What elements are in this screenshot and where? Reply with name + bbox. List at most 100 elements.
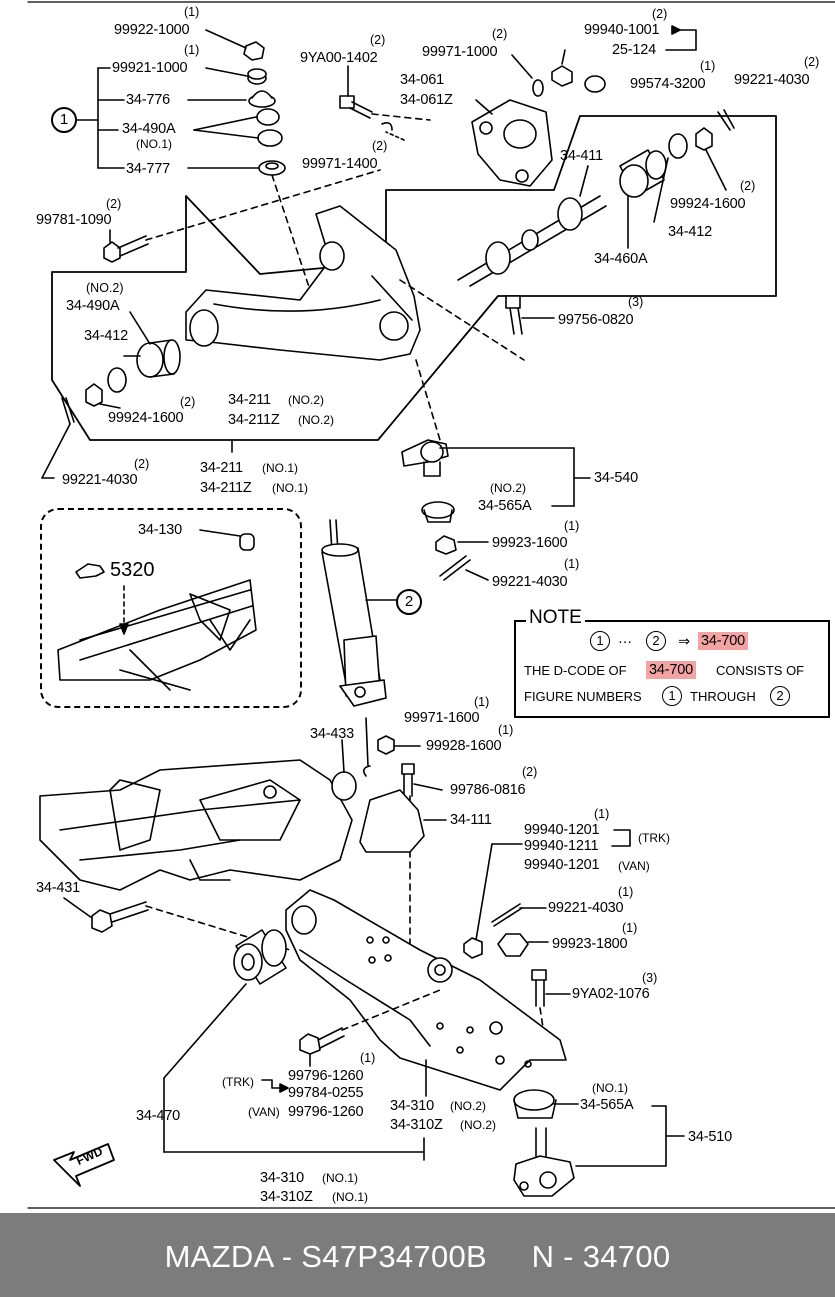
label-99786-0816: 99786-0816 — [450, 782, 526, 798]
qty-99923-1600: (1) — [564, 519, 580, 533]
sub-34-211z-no2: (NO.2) — [298, 413, 334, 427]
qty-99221-left: (2) — [134, 457, 150, 471]
label-99921-1000: 99921-1000 — [112, 60, 188, 76]
label-99971-1000: 99971-1000 — [422, 44, 498, 60]
qty-99971-top: (2) — [492, 27, 508, 41]
qty-99756: (3) — [628, 295, 644, 309]
hand-pointer-icon — [75, 563, 105, 579]
label-34-412-left: 34-412 — [84, 328, 128, 344]
boot-34565a-bot — [513, 1089, 557, 1119]
qty-99221-mid: (1) — [564, 557, 580, 571]
label-5320: 5320 — [110, 559, 155, 581]
qty-99923-1800: (1) — [622, 921, 638, 935]
label-34-310z-no2: 34-310Z — [390, 1117, 443, 1133]
sub-34-565a-top: (NO.2) — [490, 481, 526, 495]
note-line2b: CONSISTS OF — [716, 663, 805, 678]
sub-34-565a-bot: (NO.1) — [592, 1081, 628, 1095]
note-circle-1b: 1 — [662, 686, 682, 706]
label-34-470: 34-470 — [136, 1108, 180, 1124]
note-arrow: ⇒ — [678, 634, 690, 650]
ball-joint-34540 — [401, 439, 449, 477]
qty-99971-1600: (1) — [474, 695, 490, 709]
note-line2a: THE D-CODE OF — [524, 663, 627, 678]
label-99940-1001: 99940-1001 — [584, 22, 660, 38]
inset-frame — [57, 533, 257, 691]
ring-99574 — [584, 75, 606, 93]
label-34-211-no1: 34-211 — [200, 460, 243, 476]
fwd-arrow-icon — [53, 1143, 115, 1187]
note-line3b: THROUGH — [690, 689, 756, 704]
qty-99221-low: (1) — [618, 885, 634, 899]
label-34-460a: 34-460A — [594, 251, 648, 267]
boot-34565a-top — [421, 501, 455, 523]
shaft-34411 — [457, 195, 607, 287]
washer-34433 — [331, 771, 357, 801]
qty-99940-1001: (2) — [652, 7, 668, 21]
group-1-marker: 1 — [51, 107, 77, 133]
label-99221-4030-mid: 99221-4030 — [492, 574, 568, 590]
clip-99971 — [362, 765, 371, 777]
label-99924-1600-left: 99924-1600 — [108, 410, 184, 426]
nut-99922 — [243, 41, 265, 61]
sub-34-211-no1: (NO.1) — [262, 461, 298, 475]
nut-99924-left — [85, 383, 103, 407]
tag-van-1: (VAN) — [618, 859, 650, 873]
inset-box — [40, 508, 302, 708]
note-circle-1: 1 — [590, 631, 610, 651]
pin-99221-low — [491, 903, 523, 927]
bushing-34460a — [619, 149, 667, 198]
label-99796-1260-b: 99796-1260 — [288, 1104, 364, 1120]
lower-frame — [39, 759, 353, 891]
note-box — [514, 620, 830, 718]
qty-99786: (2) — [522, 765, 538, 779]
bolt-9ya02 — [531, 969, 547, 1007]
sub-34-490a-top: (NO.1) — [136, 137, 172, 151]
nut-99923-top — [435, 535, 457, 555]
qty-99796: (1) — [360, 1051, 376, 1065]
upper-arm-kit-outline — [51, 115, 777, 441]
label-34-061z: 34-061Z — [400, 92, 453, 108]
label-99221-4030-tr: 99221-4030 — [734, 72, 810, 88]
lower-control-arm — [285, 889, 567, 1091]
qty-99971-1400: (2) — [372, 139, 388, 153]
parts-diagram: 1 2 (1) 99922-1000 (1) 99921-1000 34-776… — [27, 1, 835, 1209]
label-99971-1400: 99971-1400 — [302, 156, 378, 172]
label-99940-1211: 99940-1211 — [524, 838, 599, 854]
label-34-777: 34-777 — [126, 161, 170, 177]
shock-absorber — [321, 519, 387, 707]
bushing-34490a-left — [136, 339, 181, 378]
nut-99923-1800 — [497, 933, 529, 957]
tag-trk-1: (TRK) — [638, 831, 670, 845]
label-34-490a-top: 34-490A — [122, 121, 176, 137]
label-34-540: 34-540 — [594, 470, 638, 486]
label-99940-1201-a: 99940-1201 — [524, 822, 600, 838]
bushing-top — [256, 108, 283, 147]
bolt-99756 — [505, 295, 523, 335]
bracket-34061 — [471, 99, 553, 187]
qty-9ya00: (2) — [370, 33, 386, 47]
sub-34-310-no2: (NO.2) — [450, 1099, 486, 1113]
label-34-111: 34-111 — [450, 812, 492, 828]
note-line3a: FIGURE NUMBERS — [524, 689, 642, 704]
note-code-34-700-a: 34-700 — [698, 632, 748, 650]
note-dots: ··· — [618, 634, 632, 650]
label-25-124: 25-124 — [612, 42, 656, 58]
label-99756-0820: 99756-0820 — [558, 312, 634, 328]
label-34-310-no1: 34-310 — [260, 1170, 304, 1186]
label-99940-1201-b: 99940-1201 — [524, 857, 600, 873]
washer-99971-top — [532, 79, 544, 97]
label-34-130: 34-130 — [138, 522, 182, 538]
nut-99924-top — [695, 127, 713, 151]
note-code-34-700-b: 34-700 — [646, 661, 696, 679]
nut-99940-1001 — [551, 65, 573, 87]
label-99928-1600: 99928-1600 — [426, 738, 502, 754]
qty-99221-tr: (2) — [804, 55, 820, 69]
label-99221-4030-left: 99221-4030 — [62, 472, 138, 488]
footer-bar — [0, 1213, 835, 1297]
sub-34-310z-no2: (NO.2) — [460, 1118, 496, 1132]
sub-34-211z-no1: (NO.1) — [272, 481, 308, 495]
sub-34-211-no2: (NO.2) — [288, 393, 324, 407]
label-34-310-no2: 34-310 — [390, 1098, 434, 1114]
label-34-431: 34-431 — [36, 880, 80, 896]
bushing-34470 — [233, 929, 287, 985]
